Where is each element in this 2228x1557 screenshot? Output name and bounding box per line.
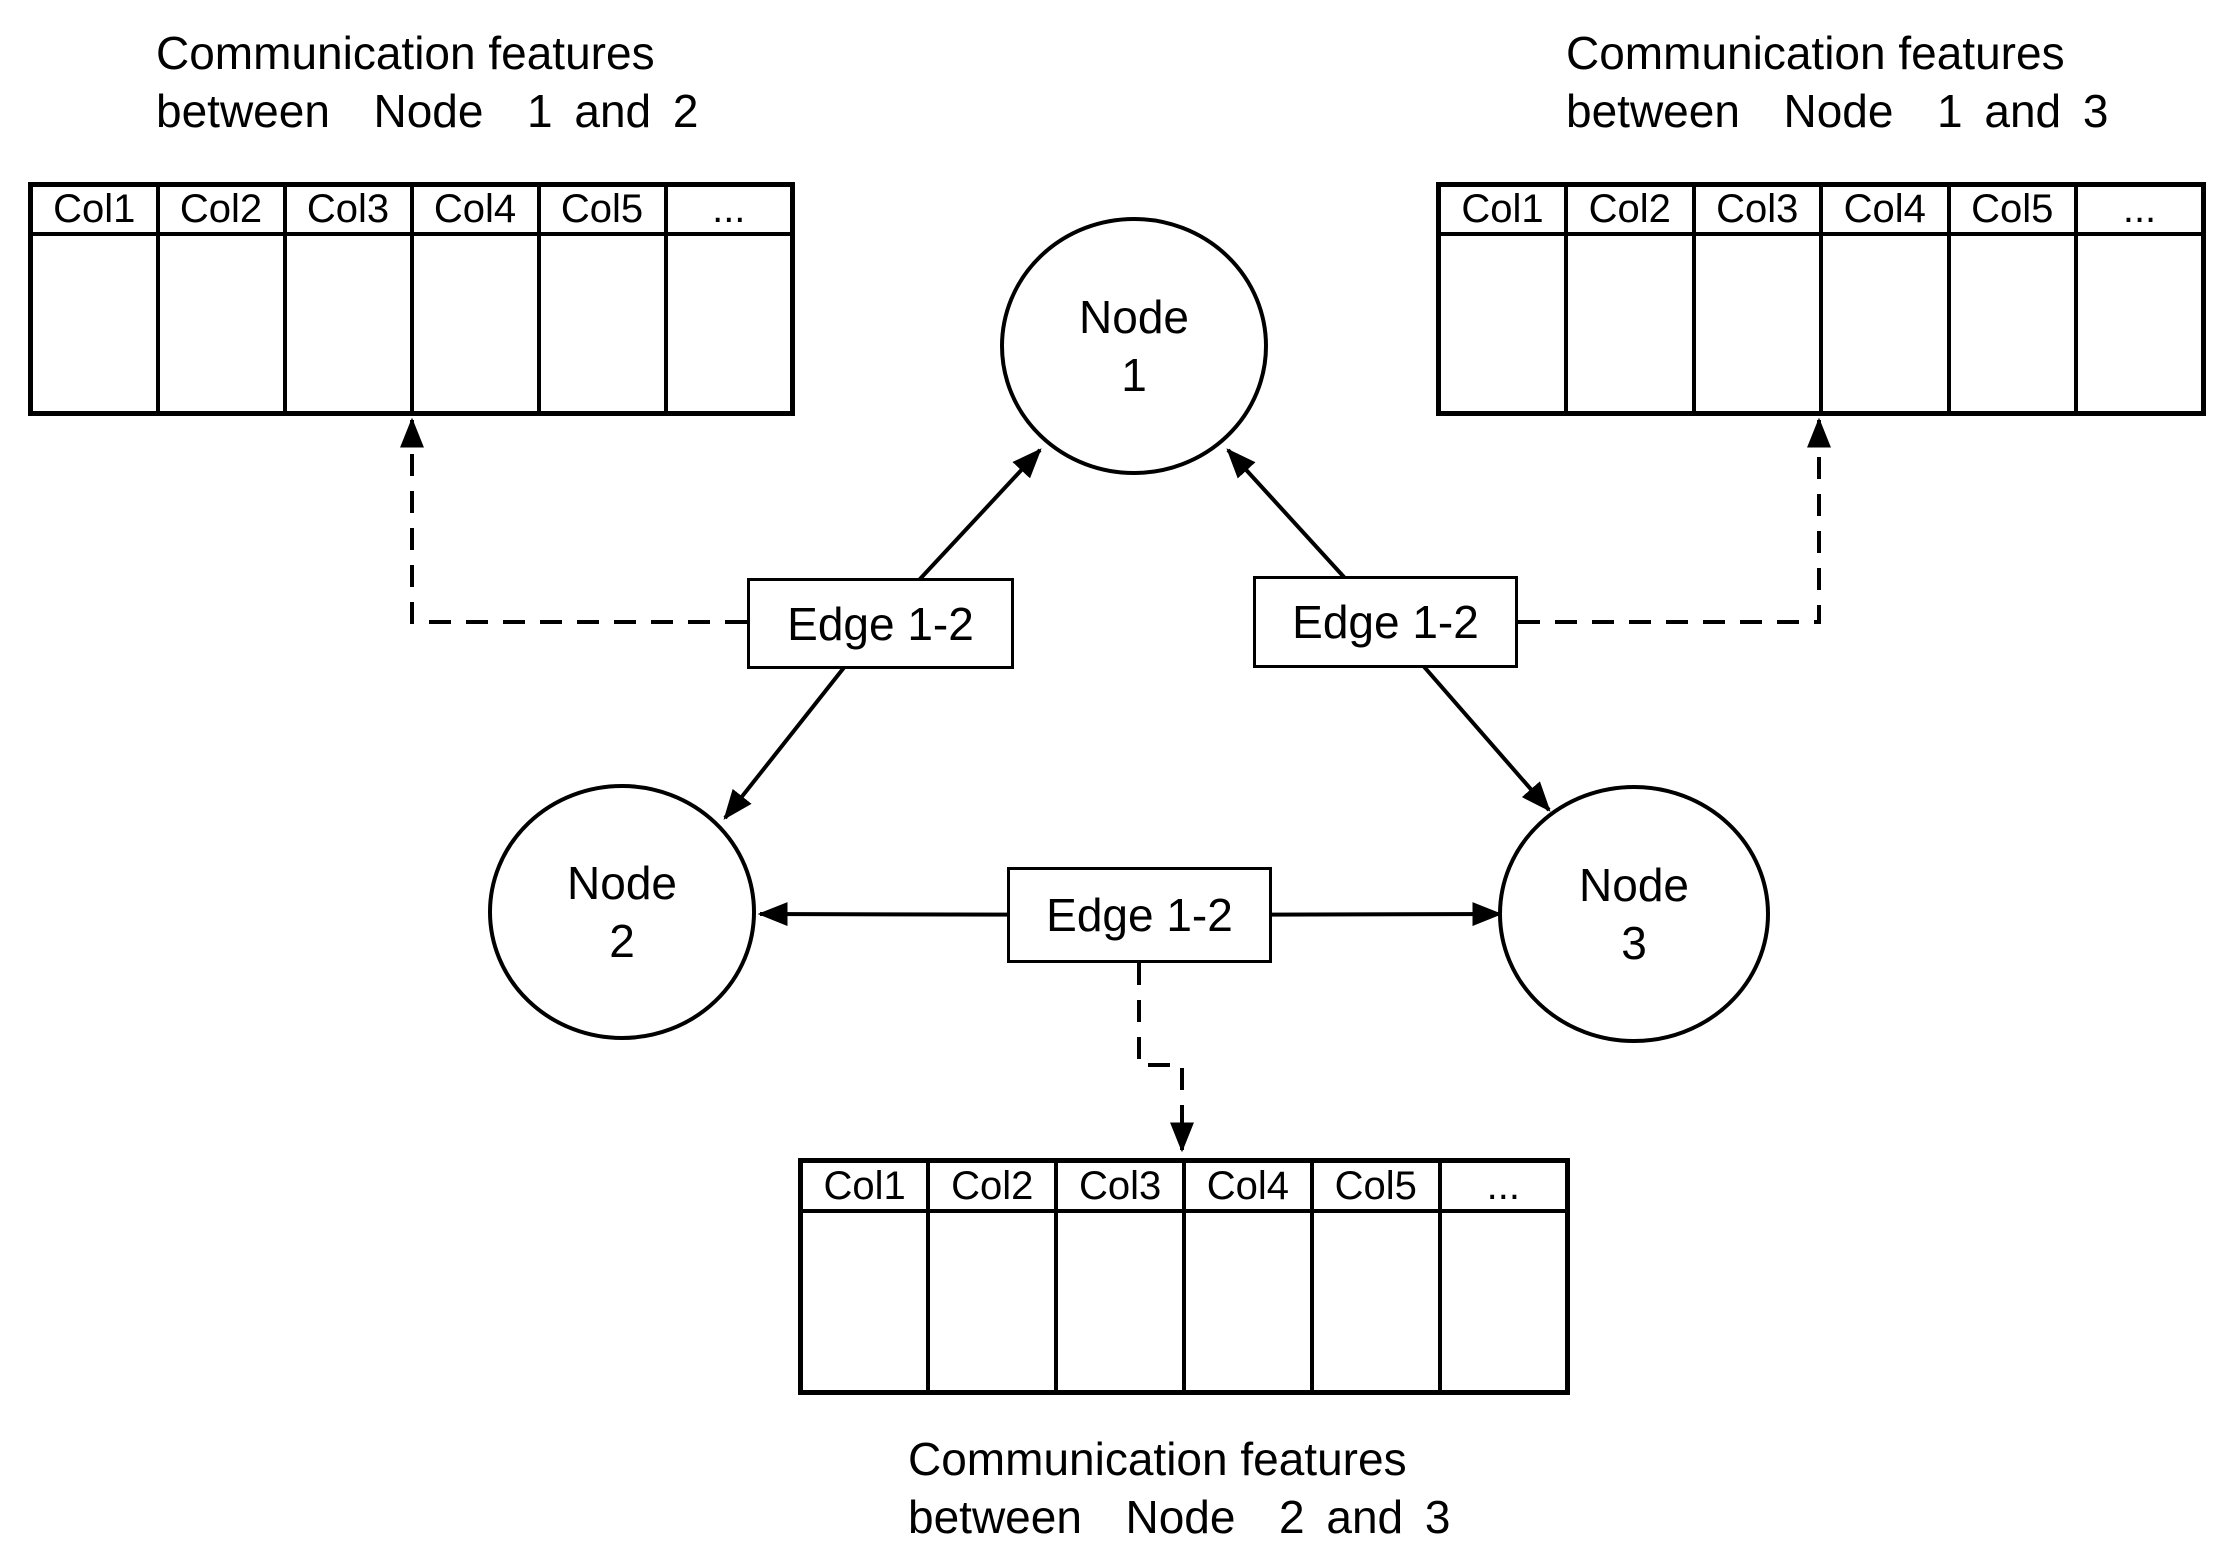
column-header: Col1 — [28, 182, 160, 236]
column-header: ... — [663, 182, 795, 236]
table-empty-cell — [1181, 1209, 1314, 1395]
table-header-row: Col1 Col2 Col3 Col4 Col5 ... — [28, 182, 795, 236]
column-header: Col3 — [282, 182, 414, 236]
node-label-line: 3 — [1621, 917, 1647, 969]
column-header: Col5 — [1309, 1158, 1442, 1213]
column-header: Col2 — [926, 1158, 1059, 1213]
table-empty-cell — [1309, 1209, 1442, 1395]
table-empty-cell — [2074, 232, 2206, 416]
node-3-label: Node 3 — [1504, 856, 1764, 972]
caption-line: between Node 2 and 3 — [908, 1491, 1451, 1543]
table-empty-row — [1436, 232, 2206, 416]
caption-line: between Node 1 and 3 — [1566, 85, 2109, 137]
table-empty-cell — [1819, 232, 1951, 416]
feature-table-node1-node2: Col1 Col2 Col3 Col4 Col5 ... — [28, 182, 795, 416]
feature-table-node1-node3: Col1 Col2 Col3 Col4 Col5 ... — [1436, 182, 2206, 416]
table-empty-cell — [409, 232, 541, 416]
edge-label-box-node1-node2: Edge 1-2 — [747, 578, 1014, 669]
column-header: Col1 — [798, 1158, 931, 1213]
caption-line: Communication features — [908, 1433, 1407, 1485]
node-3-circle — [1498, 785, 1770, 1043]
edge-label: Edge 1-2 — [787, 597, 974, 650]
dashed-connector-edge23-to-table — [1137, 963, 1194, 1153]
table-empty-cell — [1691, 232, 1823, 416]
table-empty-row — [28, 232, 795, 416]
column-header: Col3 — [1691, 182, 1823, 236]
node-label-line: Node — [1579, 859, 1689, 911]
edge-label: Edge 1-2 — [1292, 596, 1479, 648]
column-header: Col4 — [1819, 182, 1951, 236]
table-header-row: Col1 Col2 Col3 Col4 Col5 ... — [798, 1158, 1570, 1213]
column-header: Col4 — [1181, 1158, 1314, 1213]
node-label-line: Node — [567, 857, 677, 909]
column-header: Col1 — [1436, 182, 1568, 236]
feature-table-node2-node3: Col1 Col2 Col3 Col4 Col5 ... — [798, 1158, 1570, 1395]
edge-label-box-node2-node3: Edge 1-2 — [1007, 867, 1272, 963]
dashed-connector-edge13-to-table — [1518, 417, 1831, 624]
table-empty-row — [798, 1209, 1570, 1395]
table-empty-cell — [1564, 232, 1696, 416]
column-header: Col3 — [1054, 1158, 1186, 1213]
table-empty-cell — [1946, 232, 2078, 416]
node-label-line: 1 — [1121, 349, 1147, 401]
table-empty-cell — [282, 232, 414, 416]
table-empty-cell — [1437, 1209, 1570, 1395]
node-label-line: 2 — [609, 915, 635, 967]
edge-label-box-node1-node3: Edge 1-2 — [1253, 576, 1518, 668]
column-header: Col2 — [155, 182, 287, 236]
table-empty-cell — [926, 1209, 1059, 1395]
caption-line: Communication features — [1566, 27, 2065, 79]
column-header: Col5 — [1946, 182, 2078, 236]
node-2-label: Node 2 — [492, 854, 752, 970]
caption-table-node1-node2: Communication features between Node 1 an… — [156, 24, 698, 140]
table-empty-cell — [1054, 1209, 1186, 1395]
node-1-label: Node 1 — [1004, 288, 1264, 404]
column-header: ... — [1437, 1158, 1570, 1213]
table-empty-cell — [536, 232, 668, 416]
table-empty-cell — [1436, 232, 1568, 416]
column-header: Col2 — [1564, 182, 1696, 236]
table-empty-cell — [155, 232, 287, 416]
table-empty-cell — [798, 1209, 931, 1395]
table-empty-cell — [28, 232, 160, 416]
dashed-connector-edge12-to-table — [400, 417, 747, 624]
node-label-line: Node — [1079, 291, 1189, 343]
node-2-circle — [488, 784, 756, 1040]
caption-table-node1-node3: Communication features between Node 1 an… — [1566, 24, 2108, 140]
column-header: ... — [2074, 182, 2206, 236]
caption-line: Communication features — [156, 27, 655, 79]
table-header-row: Col1 Col2 Col3 Col4 Col5 ... — [1436, 182, 2206, 236]
edge-label: Edge 1-2 — [1046, 889, 1233, 941]
table-empty-cell — [663, 232, 795, 416]
caption-line: between Node 1 and 2 — [156, 85, 699, 137]
column-header: Col4 — [409, 182, 541, 236]
column-header: Col5 — [536, 182, 668, 236]
node-1-circle — [1000, 217, 1268, 475]
caption-table-node2-node3: Communication features between Node 2 an… — [908, 1430, 1450, 1546]
